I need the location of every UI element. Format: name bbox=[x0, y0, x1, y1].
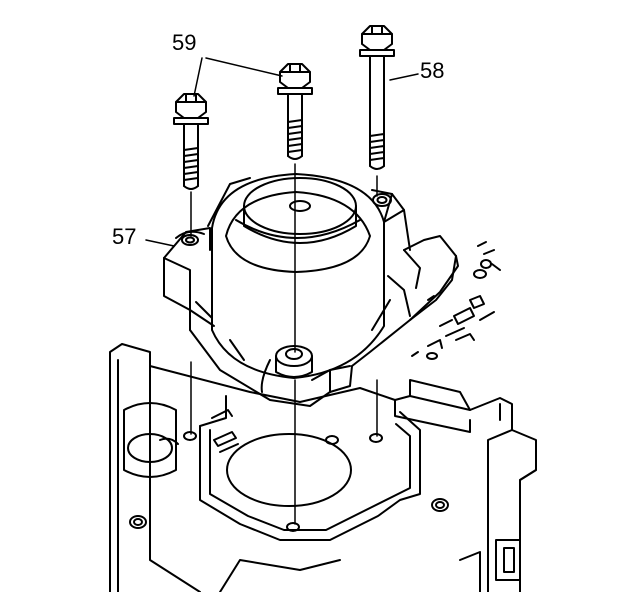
case-markings bbox=[411, 241, 501, 360]
callout-59: 59 bbox=[172, 30, 197, 55]
transmission-case bbox=[109, 343, 537, 592]
leader-lines bbox=[145, 57, 419, 247]
bolt-left bbox=[173, 93, 209, 190]
callout-58: 58 bbox=[420, 58, 445, 83]
bolt-center bbox=[277, 63, 313, 160]
callout-57: 57 bbox=[112, 224, 137, 249]
accumulator-housing bbox=[163, 173, 459, 407]
alignment-lines bbox=[190, 163, 378, 525]
bolt-long bbox=[359, 25, 395, 170]
